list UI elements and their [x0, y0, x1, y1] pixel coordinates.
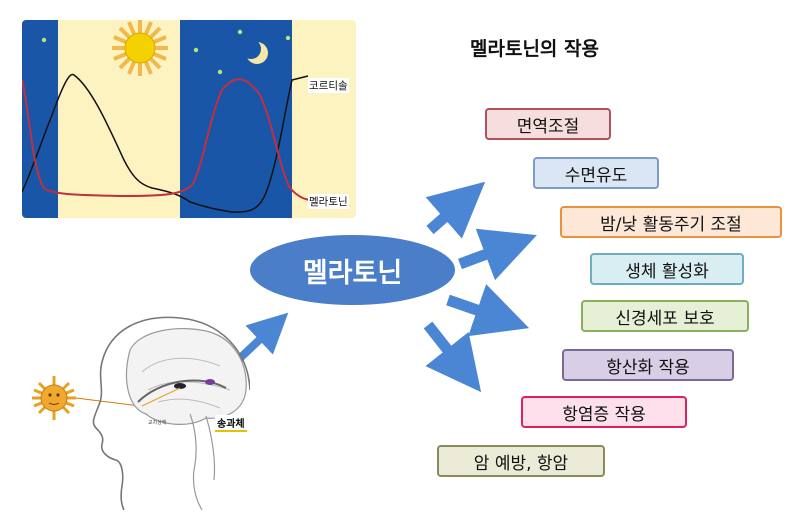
effect-box: 생체 활성화	[590, 253, 744, 285]
effect-box: 항산화 작용	[562, 349, 734, 381]
melatonin-label: 멜라토닌	[308, 194, 349, 209]
diagram-title: 멜라토닌의 작용	[470, 38, 599, 60]
sun-face-icon	[32, 376, 76, 420]
cortisol-curve	[22, 73, 309, 213]
cortisol-label: 코르티솔	[308, 78, 349, 93]
effect-box: 밤/낮 활동주기 조절	[560, 206, 782, 238]
arrow-hub-effect-1	[425, 181, 486, 239]
suprachiasmatic-nucleus	[174, 383, 186, 389]
melatonin-hub: 멜라토닌	[250, 235, 455, 305]
melatonin-curve	[22, 78, 313, 201]
effect-box: 수면유도	[533, 157, 659, 189]
pineal-label: 송과체	[215, 415, 247, 432]
arrow-hub-effect-2	[458, 228, 537, 281]
sun-icon	[112, 20, 168, 76]
effect-box: 항염증 작용	[521, 396, 687, 428]
pineal-gland	[205, 379, 215, 385]
night-band	[180, 20, 292, 218]
chiasm-label: 교차상핵	[148, 420, 167, 426]
arrow-hub-effect-4	[423, 321, 482, 393]
circadian-chart-graphic	[22, 20, 356, 218]
moon-icon	[241, 39, 268, 64]
circadian-chart: 코르티솔 멜라토닌	[22, 20, 356, 218]
effect-box: 암 예방, 항암	[437, 445, 605, 477]
arrow-hub-effect-3	[446, 284, 530, 337]
effect-box: 면역조절	[485, 108, 611, 140]
brain-illustration	[32, 316, 250, 510]
star-icon	[41, 29, 291, 75]
effect-box: 신경세포 보호	[581, 300, 749, 332]
hub-label: 멜라토닌	[302, 257, 403, 289]
